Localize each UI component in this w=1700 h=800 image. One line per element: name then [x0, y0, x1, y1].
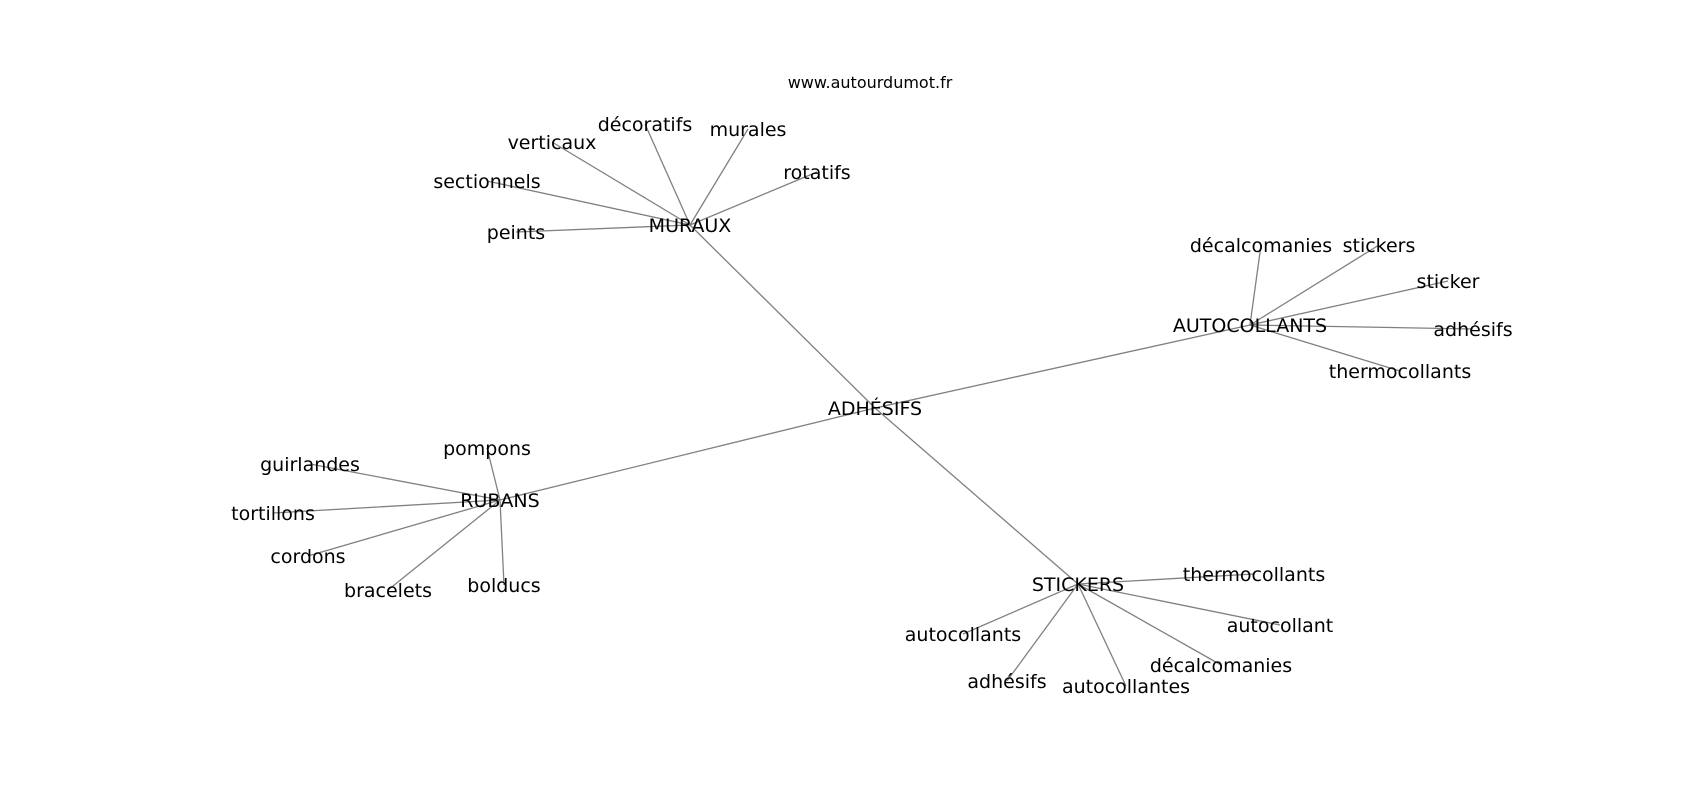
node-leaf-muraux-3[interactable]: rotatifs [783, 162, 850, 184]
node-leaf-rubans-2[interactable]: tortillons [231, 503, 315, 525]
site-url: www.autourdumot.fr [788, 73, 953, 92]
edge-rubans-3 [307, 499, 501, 557]
node-leaf-stickers-0[interactable]: thermocollants [1183, 564, 1325, 586]
edge-muraux-1 [689, 128, 749, 226]
node-hub-autocollants[interactable]: AUTOCOLLANTS [1173, 315, 1327, 337]
node-leaf-rubans-3[interactable]: cordons [270, 546, 345, 568]
node-leaf-rubans-0[interactable]: pompons [443, 438, 531, 460]
node-hub-muraux[interactable]: MURAUX [649, 215, 732, 237]
edge-root-muraux [689, 224, 876, 409]
edge-muraux-3 [689, 171, 818, 226]
edge-rubans-5 [499, 499, 505, 586]
edge-autocollants-1 [1249, 244, 1380, 326]
node-leaf-autocollants-2[interactable]: sticker [1417, 271, 1480, 293]
node-leaf-muraux-4[interactable]: sectionnels [433, 171, 540, 193]
edges-layer [272, 123, 1474, 687]
node-leaf-rubans-4[interactable]: bracelets [344, 580, 432, 602]
edge-autocollants-0 [1249, 244, 1262, 326]
node-hub-stickers[interactable]: STICKERS [1032, 574, 1124, 596]
edge-muraux-0 [644, 123, 691, 226]
edge-rubans-1 [309, 463, 501, 501]
edge-root-rubans [499, 407, 876, 501]
node-leaf-autocollants-1[interactable]: stickers [1343, 235, 1416, 257]
edge-root-stickers [874, 407, 1079, 585]
edge-stickers-4 [1006, 583, 1079, 682]
edge-autocollants-3 [1249, 324, 1474, 330]
edge-stickers-0 [1077, 573, 1255, 585]
node-leaf-stickers-5[interactable]: autocollantes [1062, 676, 1190, 698]
node-leaf-rubans-1[interactable]: guirlandes [260, 454, 360, 476]
node-leaf-muraux-5[interactable]: peints [487, 222, 545, 244]
node-leaf-stickers-2[interactable]: autocollants [905, 624, 1021, 646]
edge-stickers-2 [962, 583, 1079, 635]
labels-layer: www.autourdumot.fr ADHÉSIFS MURAUX décorat… [231, 73, 1512, 698]
node-leaf-stickers-1[interactable]: autocollant [1227, 615, 1334, 637]
node-leaf-autocollants-0[interactable]: décalcomanies [1190, 235, 1332, 257]
node-leaf-muraux-2[interactable]: verticaux [508, 132, 597, 154]
node-leaf-stickers-3[interactable]: décalcomanies [1150, 655, 1292, 677]
edge-rubans-2 [272, 499, 501, 514]
edge-root-autocollants [874, 324, 1251, 409]
edge-autocollants-2 [1249, 280, 1449, 326]
edge-stickers-5 [1077, 583, 1127, 687]
edge-rubans-0 [486, 447, 501, 501]
edge-muraux-5 [515, 224, 691, 233]
node-leaf-muraux-1[interactable]: murales [710, 119, 787, 141]
node-leaf-stickers-4[interactable]: adhésifs [967, 671, 1046, 693]
node-leaf-muraux-0[interactable]: décoratifs [598, 114, 693, 136]
node-root[interactable]: ADHÉSIFS [828, 397, 922, 420]
node-leaf-autocollants-3[interactable]: adhésifs [1433, 319, 1512, 341]
edge-stickers-3 [1077, 583, 1222, 666]
node-leaf-rubans-5[interactable]: bolducs [467, 575, 540, 597]
node-hub-rubans[interactable]: RUBANS [460, 490, 539, 512]
edge-muraux-4 [486, 180, 691, 226]
edge-autocollants-4 [1249, 324, 1401, 372]
edge-rubans-4 [387, 499, 501, 591]
edge-muraux-2 [551, 141, 691, 226]
node-leaf-autocollants-4[interactable]: thermocollants [1329, 361, 1471, 383]
edge-stickers-1 [1077, 583, 1281, 626]
